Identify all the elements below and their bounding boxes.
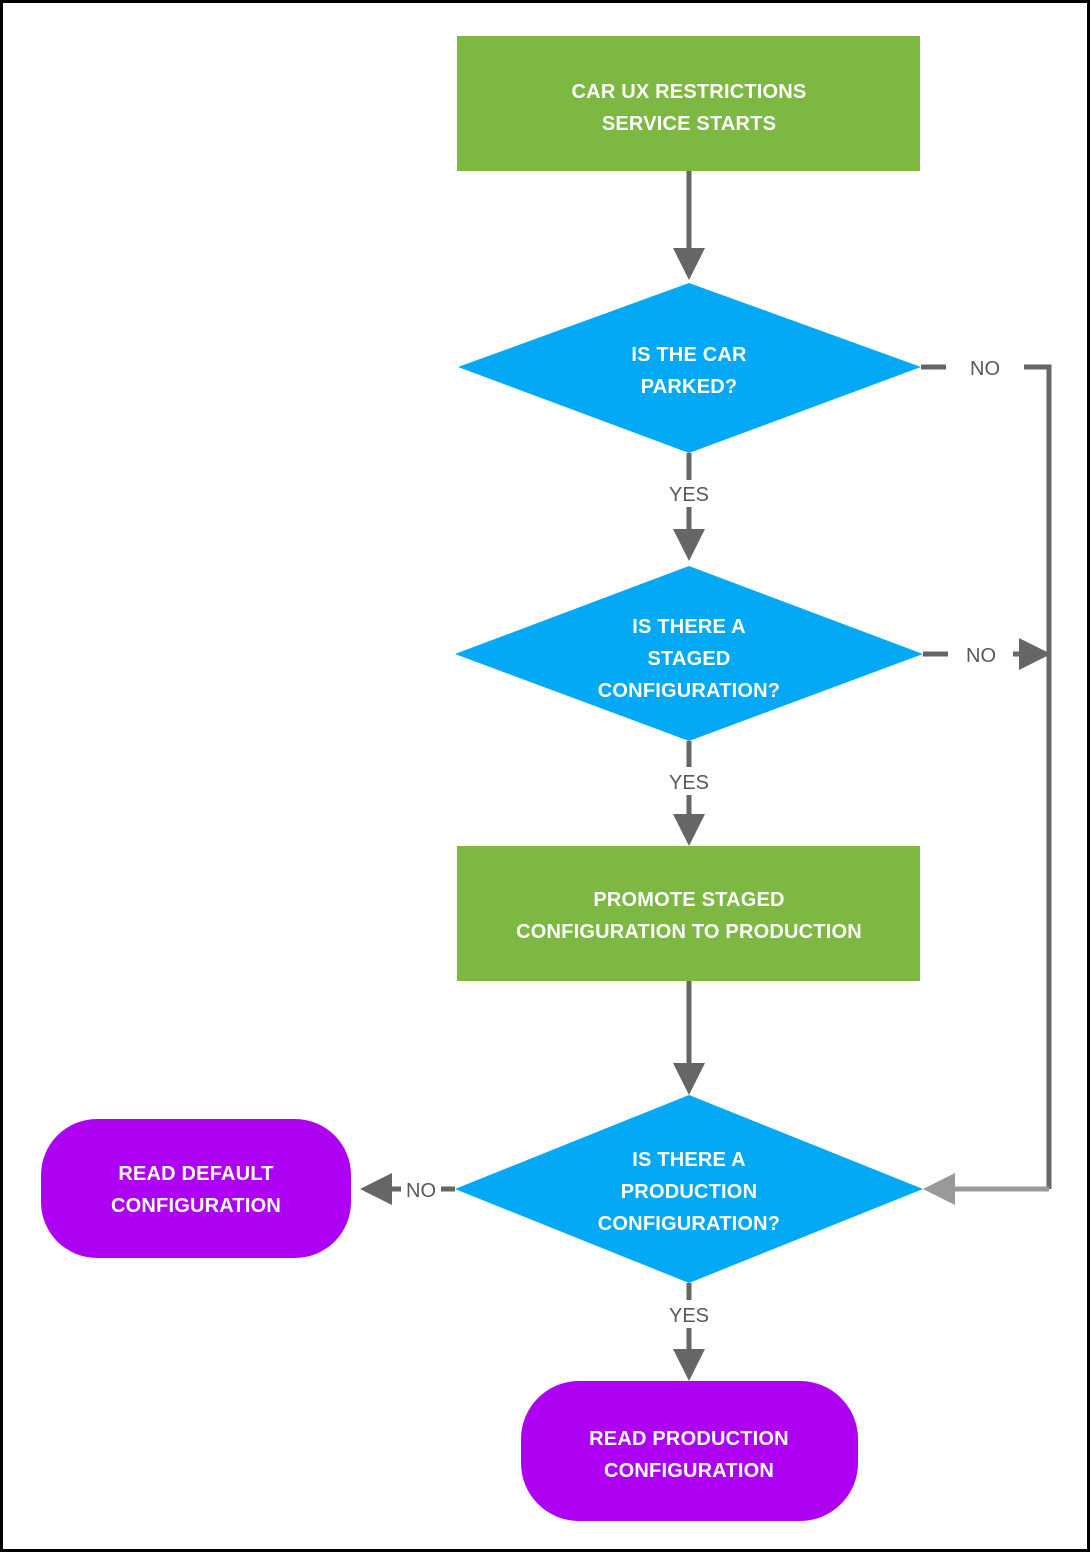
node-car-parked[interactable]: IS THE CAR PARKED? [458,283,921,453]
node-read-production-line-2: CONFIGURATION [604,1460,774,1482]
edge-label-car-parked-yes: YES [669,484,709,506]
edge-production-config-no: NO [360,1173,455,1205]
node-production-config-line-2: PRODUCTION [621,1181,757,1203]
node-staged-config-line-1: IS THERE A [632,616,746,638]
edge-label-production-config-yes: YES [669,1305,709,1327]
edge-label-car-parked-no: NO [970,358,1000,380]
node-production-config[interactable]: IS THERE A PRODUCTION CONFIGURATION? [455,1095,923,1283]
edge-label-staged-config-no: NO [966,645,996,667]
node-staged-config-line-3: CONFIGURATION? [598,680,780,702]
node-promote-staged-line-1: PROMOTE STAGED [593,889,784,911]
node-start[interactable]: CAR UX RESTRICTIONS SERVICE STARTS [457,36,920,171]
edge-car-parked-no: NO [921,358,1052,1189]
node-staged-config[interactable]: IS THERE A STAGED CONFIGURATION? [455,566,923,741]
edge-production-config-yes: YES [669,1283,709,1381]
node-read-default[interactable]: READ DEFAULT CONFIGURATION [41,1119,351,1258]
edge-promote-to-production-check [673,981,705,1095]
node-start-line-2: SERVICE STARTS [602,113,776,135]
node-read-production-line-1: READ PRODUCTION [589,1428,789,1450]
node-production-config-line-3: CONFIGURATION? [598,1213,780,1235]
edge-car-parked-no-arrowhead [923,1173,1049,1205]
node-promote-staged-line-2: CONFIGURATION TO PRODUCTION [516,921,862,943]
edge-staged-config-no: NO [923,638,1051,670]
node-production-config-line-1: IS THERE A [632,1149,746,1171]
node-car-parked-line-1: IS THE CAR [631,344,747,366]
edge-staged-config-yes: YES [669,741,709,846]
node-staged-config-line-2: STAGED [647,648,730,670]
node-start-line-1: CAR UX RESTRICTIONS [572,81,807,103]
node-read-production[interactable]: READ PRODUCTION CONFIGURATION [521,1381,858,1521]
flowchart-svg: YES NO YES NO [41,36,1052,1521]
node-read-default-line-2: CONFIGURATION [111,1195,281,1217]
edge-car-parked-yes: YES [669,453,709,561]
edge-label-production-config-no: NO [406,1180,436,1202]
node-read-default-line-1: READ DEFAULT [118,1163,273,1185]
edge-label-staged-config-yes: YES [669,772,709,794]
node-promote-staged[interactable]: PROMOTE STAGED CONFIGURATION TO PRODUCTI… [457,846,920,981]
edge-start-to-car-parked [673,171,705,280]
node-car-parked-line-2: PARKED? [641,376,738,398]
